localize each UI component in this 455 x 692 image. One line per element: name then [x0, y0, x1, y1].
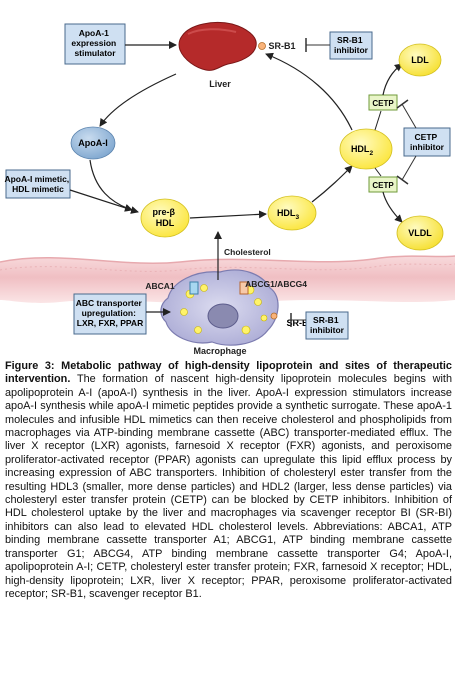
pre-beta-hdl-line1: pre-β	[152, 207, 175, 217]
apoa1-mimetic-box	[5, 169, 71, 199]
ldl-node	[398, 43, 442, 77]
liver-label: Liver	[209, 79, 231, 89]
svg-text:pre-β HDL: pre-β HDL	[152, 207, 177, 228]
svg-text:ABC transporter upregulati: ABC transporter upregulation: LXR, FXR, …	[76, 298, 145, 328]
apoa1-mimetic-line1: ApoA-I mimetic,	[4, 174, 69, 184]
pre-beta-hdl-line2: HDL	[156, 218, 175, 228]
sr-b1-inhibitor-bottom-line2: inhibitor	[310, 325, 345, 335]
hdl3-label: HDL3	[277, 208, 300, 221]
apoa1-stimulator-line3: stimulator	[74, 48, 116, 58]
sr-b1-inhibitor-top-line2: inhibitor	[334, 45, 369, 55]
liver-icon	[178, 22, 257, 71]
abcg1-abcg4-label: ABCG1/ABCG4	[245, 279, 307, 289]
svg-text:ApoA-I mimetic, HDL mimeti: ApoA-I mimetic, HDL mimetic	[4, 174, 71, 194]
abc-upregulation-line1: ABC transporter	[76, 298, 143, 308]
vldl-node	[396, 215, 444, 251]
apoa1-mimetic-line2: HDL mimetic	[12, 184, 64, 194]
cetp-inhibitor-box	[403, 127, 451, 157]
apoa1-stimulator-line1: ApoA-1	[79, 28, 109, 38]
svg-text:SR-B1 inhibitor: SR-B1 inhibitor	[310, 315, 345, 335]
sr-b1-liver-label: SR-B1	[268, 41, 295, 51]
svg-text:ApoA-1 expression stim: ApoA-1 expression stimulator	[71, 28, 118, 58]
sr-b1-macrophage-label: SR-B1	[286, 318, 313, 328]
abcg-transporter-icon	[239, 281, 249, 295]
cholesterol-label: Cholesterol	[224, 247, 271, 257]
apoa1-node-label: ApoA-I	[78, 138, 108, 148]
apoa1-stimulator-box	[64, 23, 126, 65]
sr-b1-inhibitor-top-line1: SR-B1	[337, 35, 363, 45]
hdl2-node	[339, 128, 393, 170]
caption-body: The formation of nascent high-density li…	[5, 373, 452, 600]
cetp-lower-label: CETP	[372, 181, 394, 190]
sr-b1-inhibitor-bottom-line1: SR-B1	[313, 315, 339, 325]
cetp-inhibitor-line2: inhibitor	[410, 142, 445, 152]
cetp-upper-label: CETP	[372, 99, 394, 108]
hdl3-node	[267, 195, 317, 231]
sr-b1-macrophage-receptor-icon	[270, 312, 278, 320]
abc-upregulation-line3: LXR, FXR, PPAR	[77, 318, 143, 328]
abc-upregulation-box	[73, 293, 147, 335]
ldl-label: LDL	[411, 55, 429, 65]
pre-beta-hdl-node	[140, 198, 190, 238]
vldl-label: VLDL	[408, 228, 432, 238]
macrophage-label: Macrophage	[193, 346, 246, 356]
abca1-transporter-icon	[189, 281, 199, 295]
apoa1-node	[70, 126, 116, 160]
svg-text:CETP inhibitor: CETP inhibitor	[410, 132, 445, 152]
abc-upregulation-line2: upregulation:	[82, 308, 136, 318]
hdl-pathway-diagram: Macrophage ABCA1 ABCG1/ABCG4 Liver SR-B1…	[0, 22, 455, 356]
caption-title: Figure 3: Metabolic pathway of high-dens…	[5, 360, 452, 386]
apoa1-stimulator-line2: expression	[71, 38, 116, 48]
sr-b1-receptor-icon	[258, 42, 266, 50]
sr-b1-inhibitor-bottom-box	[305, 311, 349, 340]
svg-text:SR-B1 inhibitor: SR-B1 inhibitor	[334, 35, 369, 55]
figure-caption: Figure 3: Metabolic pathway of high-dens…	[5, 360, 452, 601]
hdl2-label: HDL2	[351, 144, 374, 157]
abca1-label: ABCA1	[145, 281, 175, 291]
cetp-inhibitor-line1: CETP	[415, 132, 438, 142]
